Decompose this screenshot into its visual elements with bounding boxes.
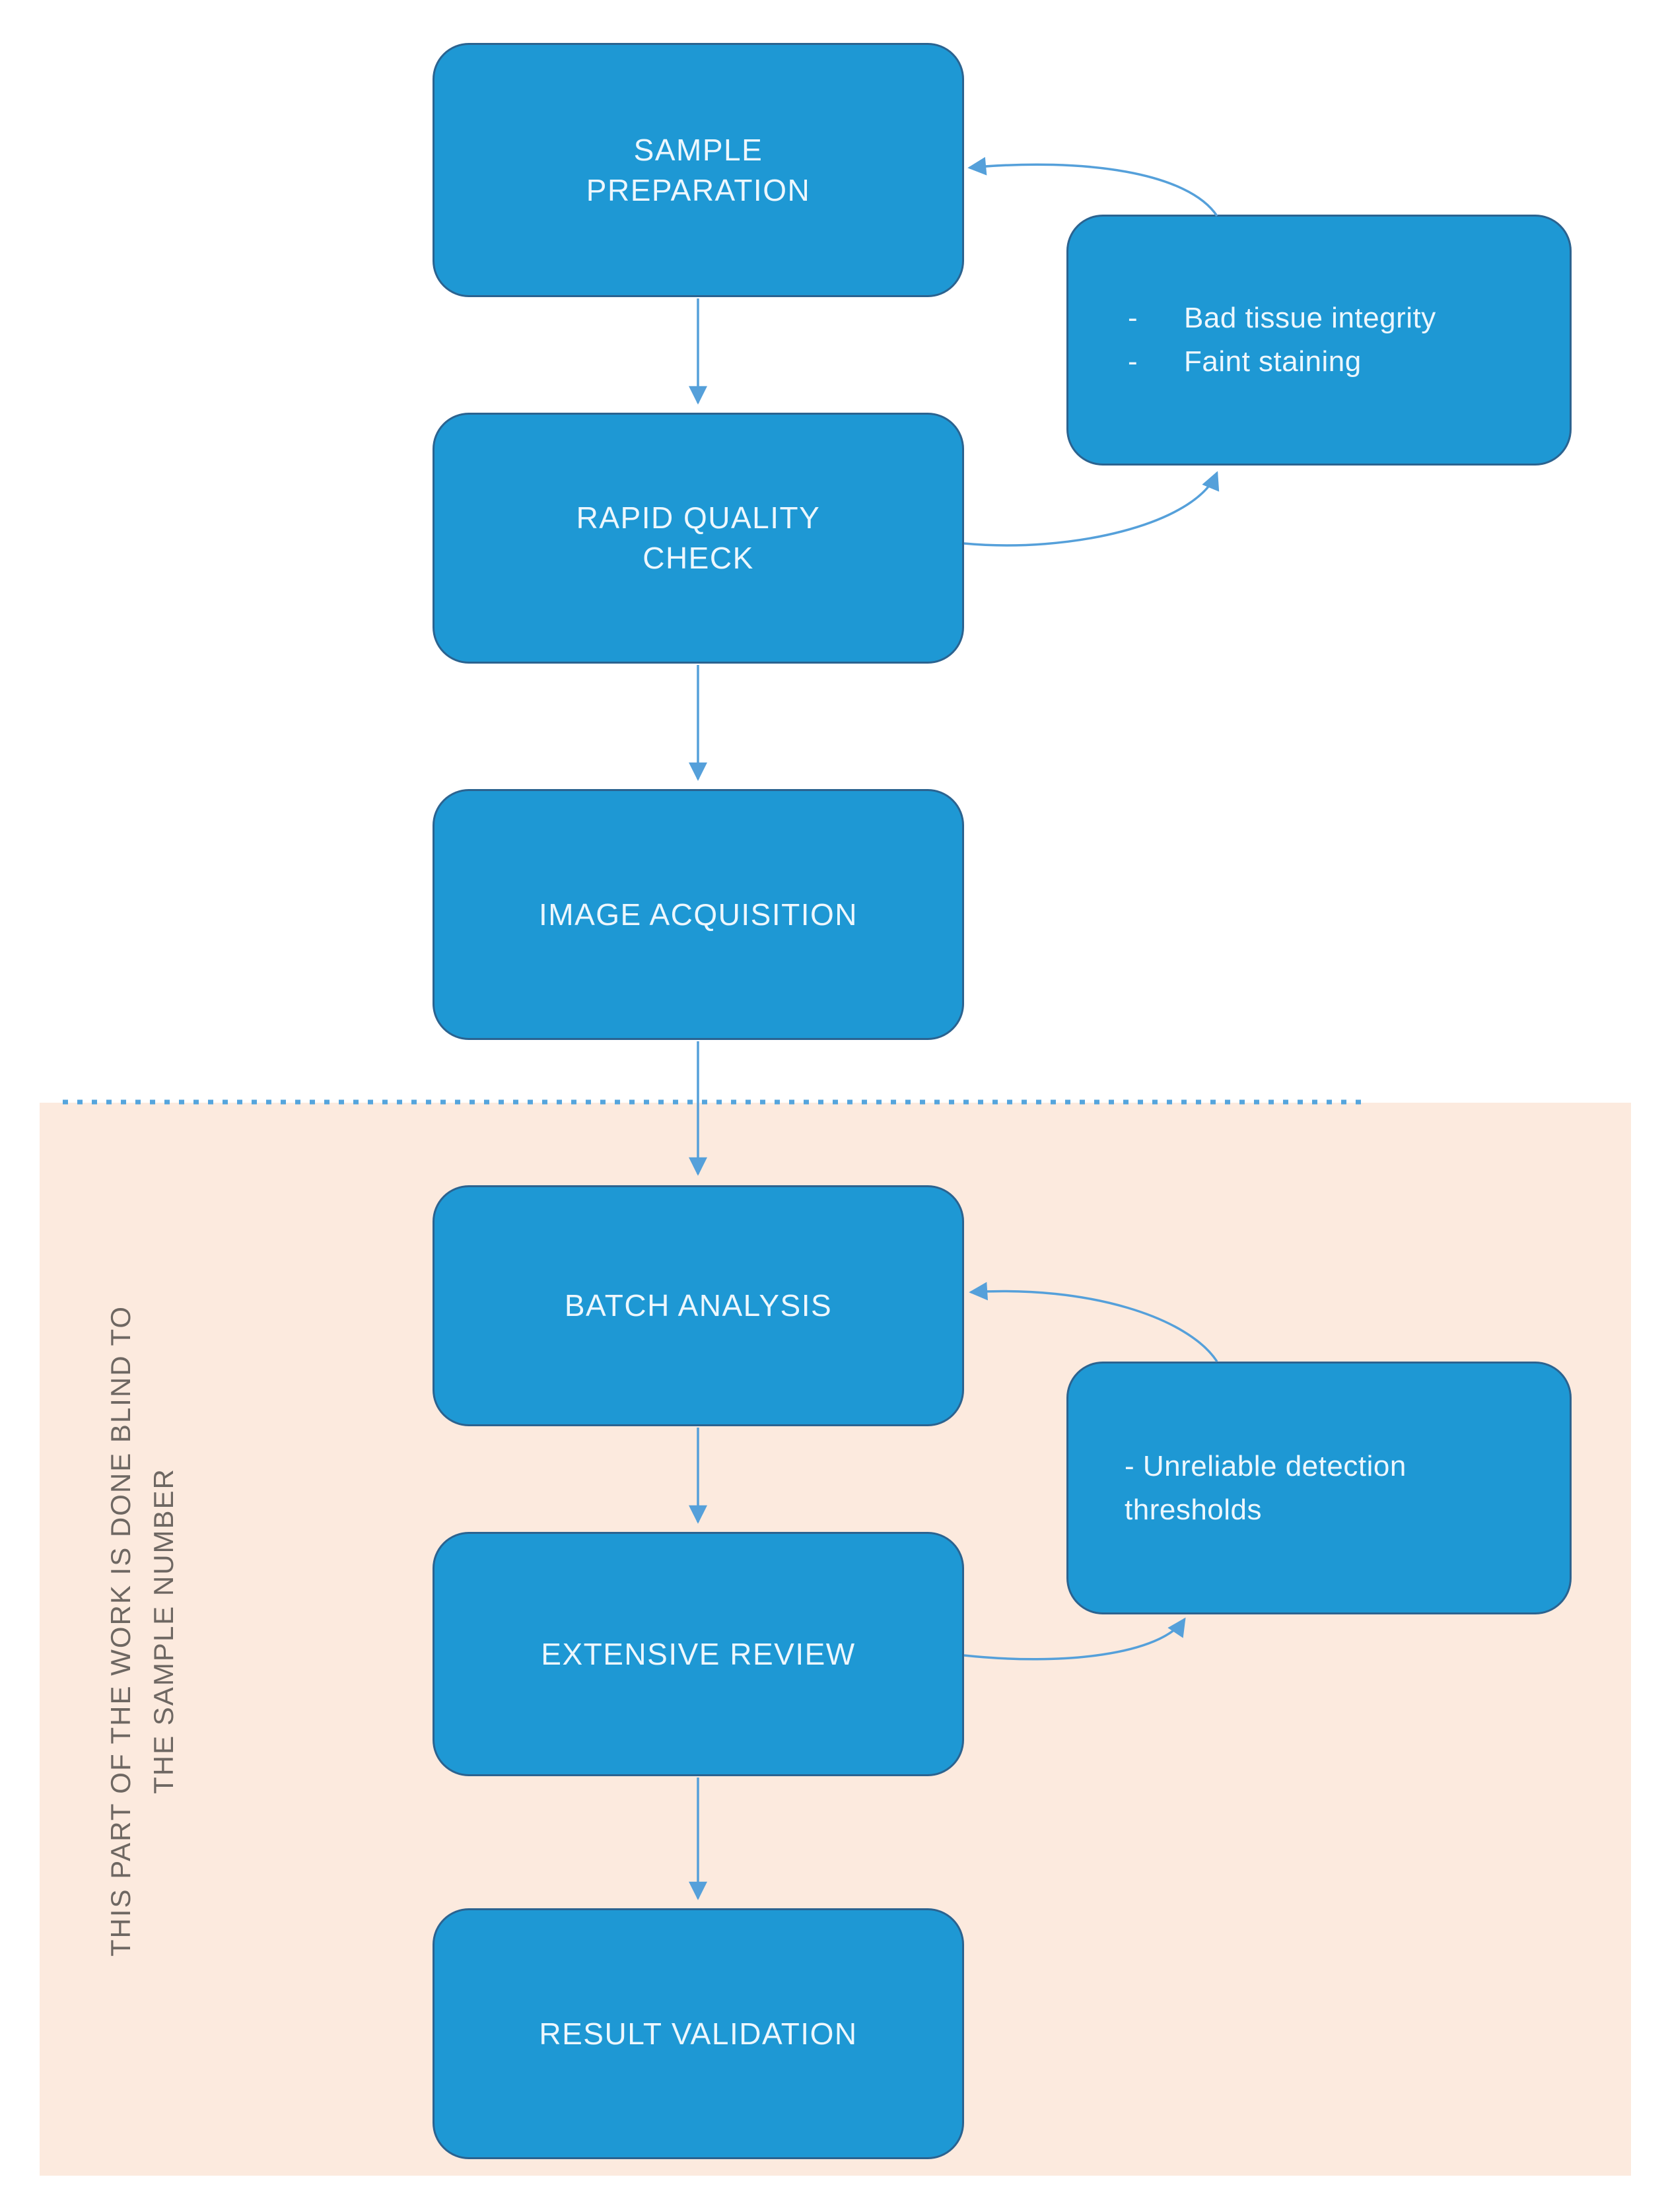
blind-region-label-line-1: THIS PART OF THE WORK IS DONE BLIND TO — [105, 1305, 136, 1957]
arrow-note1-to-sample — [967, 156, 1218, 217]
step-label: EXTENSIVE REVIEW — [541, 1636, 856, 1671]
blind-region-label: THIS PART OF THE WORK IS DONE BLIND TO T… — [99, 1189, 198, 2073]
dash-bullet: - — [1128, 345, 1138, 378]
note-line: thresholds — [1125, 1493, 1263, 1526]
step-result-validation: RESULT VALIDATION — [433, 1908, 964, 2159]
note-item: - Bad tissue integrity — [1128, 296, 1543, 340]
step-label: PREPARATION — [586, 172, 811, 207]
step-label: RAPID QUALITY — [576, 501, 821, 536]
blind-region-label-line-2: THE SAMPLE NUMBER — [148, 1468, 180, 1794]
dash-bullet: - — [1128, 302, 1138, 334]
step-label: BATCH ANALYSIS — [564, 1288, 833, 1323]
step-label: RESULT VALIDATION — [539, 2016, 858, 2051]
step-rapid-quality-check: RAPID QUALITY CHECK — [433, 413, 964, 664]
arrow-rapid-to-note1 — [963, 471, 1220, 547]
step-label: SAMPLE — [633, 132, 763, 167]
step-extensive-review: EXTENSIVE REVIEW — [433, 1532, 964, 1776]
step-batch-analysis: BATCH ANALYSIS — [433, 1185, 964, 1426]
note-analysis-issues: - Unreliable detection thresholds — [1066, 1362, 1572, 1614]
note-item-text: Faint staining — [1184, 345, 1362, 378]
note-item-text: Bad tissue integrity — [1184, 302, 1436, 334]
step-sample-preparation: SAMPLE PREPARATION — [433, 43, 964, 297]
note-quality-issues: - Bad tissue integrity - Faint staining — [1066, 215, 1572, 466]
step-image-acquisition: IMAGE ACQUISITION — [433, 789, 964, 1040]
step-label: IMAGE ACQUISITION — [538, 897, 858, 932]
note-item: - Faint staining — [1128, 340, 1543, 384]
step-label: CHECK — [643, 541, 754, 575]
note-line: - Unreliable detection — [1125, 1449, 1407, 1482]
